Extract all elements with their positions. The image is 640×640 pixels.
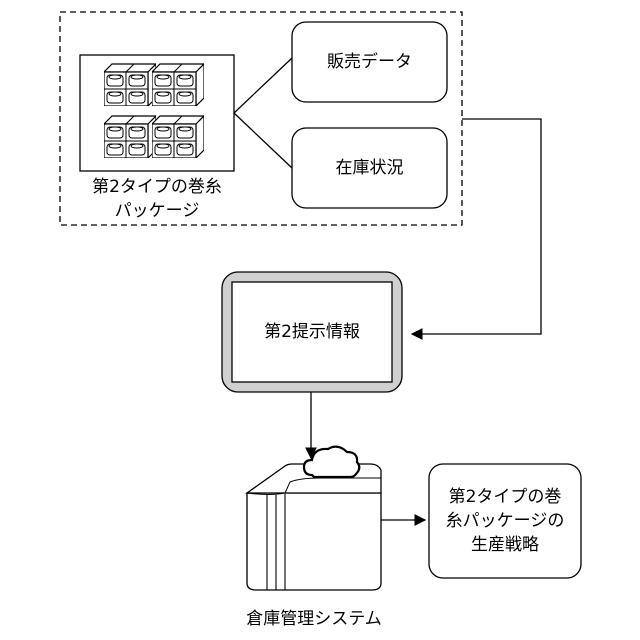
warehouse-label: 倉庫管理システム <box>216 606 412 632</box>
sales-data-label: 販売データ <box>292 22 447 102</box>
strategy-label: 第2タイプの巻 糸パッケージの 生産戦略 <box>429 464 581 578</box>
presentation-label: 第2提示情報 <box>232 282 392 382</box>
warehouse-system-icon <box>247 464 381 590</box>
strategy-line2: 糸パッケージの <box>446 509 565 533</box>
package-label-line2: パッケージ <box>115 199 200 223</box>
connector-to-inventory <box>234 113 292 168</box>
connector-to-sales <box>234 58 292 113</box>
package-label: 第2タイプの巻糸 パッケージ <box>66 174 248 224</box>
strategy-line3: 生産戦略 <box>471 533 539 557</box>
strategy-line1: 第2タイプの巻 <box>449 485 562 509</box>
inventory-status-label: 在庫状況 <box>292 128 447 208</box>
package-label-line1: 第2タイプの巻糸 <box>92 175 222 199</box>
cloud-icon <box>304 447 359 477</box>
